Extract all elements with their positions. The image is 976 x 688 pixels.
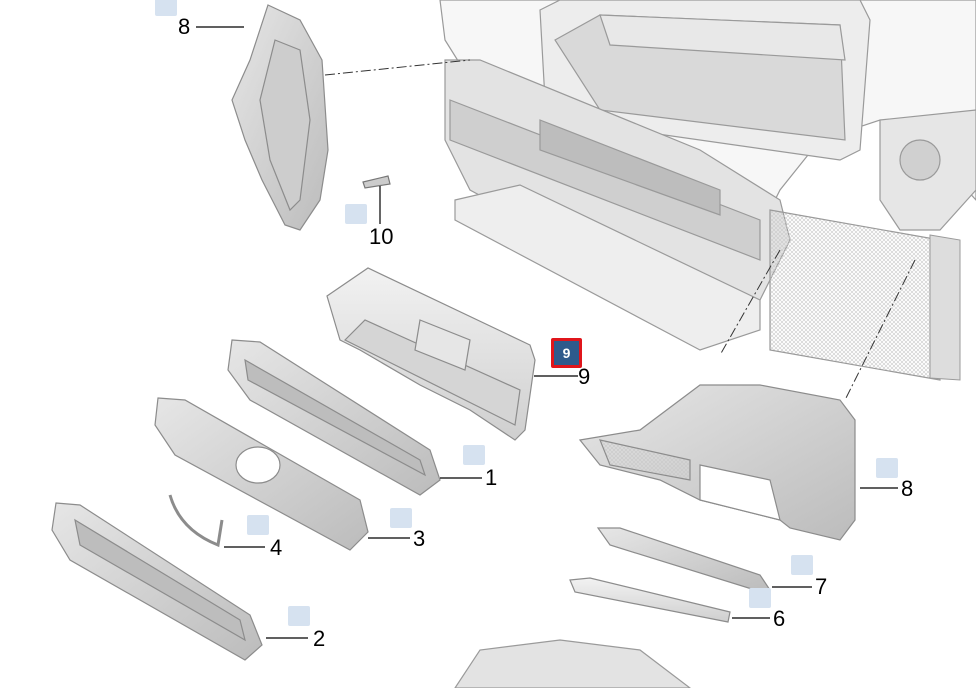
callout-10: 10	[369, 224, 394, 249]
hotspot-10[interactable]	[345, 204, 367, 224]
callout-4: 4	[270, 535, 283, 560]
hotspot-3[interactable]	[390, 508, 412, 528]
leader-lines	[196, 26, 898, 639]
part-8-air-duct-right[interactable]	[578, 384, 856, 541]
hotspot-2[interactable]	[288, 606, 310, 626]
hotspot-7[interactable]	[791, 555, 813, 575]
part-10-clip[interactable]	[362, 175, 391, 224]
callout-8-top: 8	[178, 14, 191, 39]
vehicle-body-front	[439, 0, 976, 351]
part-4-bracket[interactable]	[168, 494, 224, 548]
callout-2: 2	[313, 626, 326, 651]
bottom-partial-part	[454, 639, 691, 688]
hotspot-4[interactable]	[247, 515, 269, 535]
assembly-lines	[324, 59, 916, 401]
part-1-grille[interactable]	[227, 339, 441, 496]
callout-3: 3	[413, 526, 426, 551]
hotspot-1[interactable]	[463, 445, 485, 465]
callout-8-right: 8	[901, 476, 914, 501]
part-9-air-guide[interactable]	[326, 267, 536, 441]
part-2-lower-grille[interactable]	[51, 502, 263, 661]
part-8-air-duct-left[interactable]	[231, 4, 329, 231]
hotspot-6[interactable]	[749, 588, 771, 608]
part-7-grille-strip[interactable]	[596, 527, 772, 591]
radiator	[769, 209, 961, 381]
part-6-trim[interactable]	[569, 577, 731, 623]
part-3-grille[interactable]	[154, 397, 369, 551]
callout-7: 7	[815, 574, 828, 599]
hotspot-9-selected[interactable]: 9	[551, 338, 582, 368]
hotspot-8-right[interactable]	[876, 458, 898, 478]
callout-1: 1	[485, 465, 498, 490]
hotspot-8-top[interactable]	[155, 0, 177, 16]
callout-6: 6	[773, 606, 786, 631]
callout-9: 9	[578, 364, 591, 389]
